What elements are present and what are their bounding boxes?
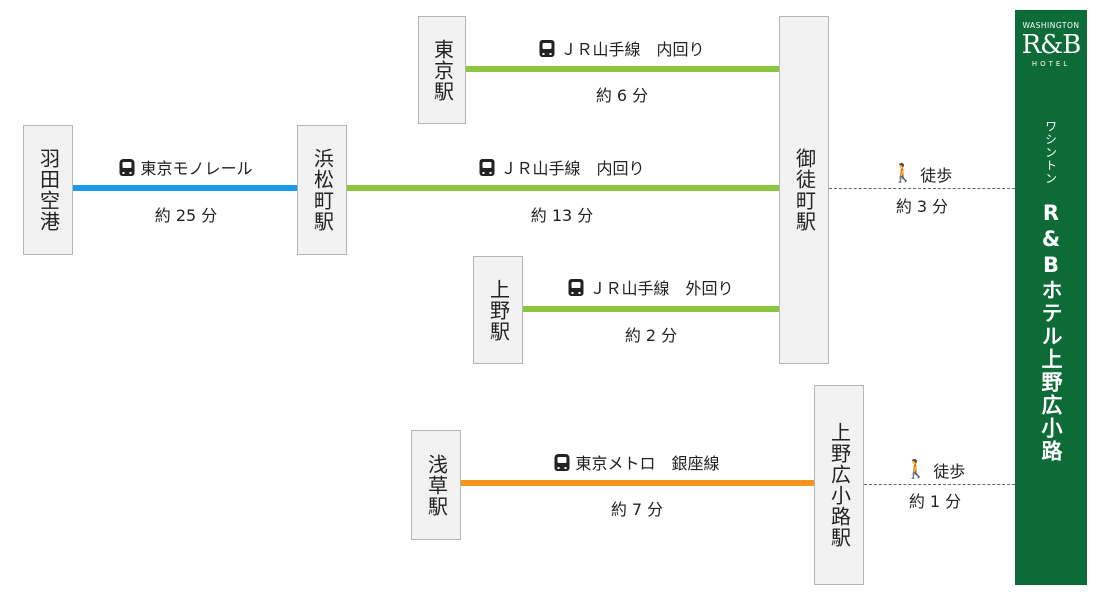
route-time-asakusa: 約 7 分 — [611, 496, 663, 520]
train-icon — [554, 453, 570, 471]
station-ueno: 上野駅 — [473, 256, 523, 364]
station-ueno-label: 上野駅 — [486, 278, 511, 342]
route-line-haneda — [73, 185, 297, 191]
route-label-ueno: ＪＲ山手線 外回り — [568, 275, 734, 299]
route-line-ueno — [523, 306, 779, 312]
walking-person-icon: 🚶 — [891, 163, 915, 184]
route-name-hamamatsucho: ＪＲ山手線 内回り — [500, 159, 645, 178]
station-asakusa-label: 浅草駅 — [424, 453, 449, 517]
station-asakusa: 浅草駅 — [411, 430, 461, 540]
station-hamamatsucho: 浜松町駅 — [297, 125, 347, 255]
route-name-asakusa: 東京メトロ 銀座線 — [575, 454, 720, 473]
route-label-hamamatsucho: ＪＲ山手線 内回り — [479, 155, 645, 179]
hotel-kana: ワシントン — [1043, 120, 1058, 185]
walk-line-okachimachi — [829, 188, 1015, 189]
hotel-banner: WASHINGTON R&B HOTEL ワシントン R&Bホテル上野広小路 — [1015, 10, 1087, 585]
route-time-tokyo: 約 6 分 — [596, 82, 648, 106]
route-line-asakusa — [461, 480, 814, 486]
route-time-ueno: 約 2 分 — [625, 322, 677, 346]
route-time-ueno-text: 約 2 分 — [624, 326, 678, 345]
route-label-asakusa: 東京メトロ 銀座線 — [554, 450, 720, 474]
route-line-hamamatsucho — [347, 185, 779, 191]
train-icon — [119, 158, 135, 176]
walk-time-hirokoji: 約 1 分 — [909, 488, 961, 512]
walk-label-hirokoji: 🚶 徒歩 — [905, 458, 965, 482]
walk-text-hirokoji: 徒歩 — [933, 462, 966, 481]
route-time-tokyo-text: 約 6 分 — [595, 86, 649, 105]
hotel-brand-small: WASHINGTON — [1022, 21, 1080, 30]
route-time-haneda: 約 25 分 — [155, 202, 218, 226]
train-icon — [568, 278, 584, 296]
walk-text-okachimachi: 徒歩 — [920, 166, 953, 185]
route-line-tokyo — [466, 66, 779, 72]
train-icon — [479, 158, 495, 176]
station-hamamatsucho-label: 浜松町駅 — [310, 148, 335, 232]
hotel-name: R&Bホテル上野広小路 — [1039, 201, 1063, 463]
walk-label-okachimachi: 🚶 徒歩 — [892, 162, 952, 186]
train-icon — [539, 39, 555, 57]
route-time-hamamatsucho: 約 13 分 — [531, 202, 594, 226]
station-haneda-label: 羽田空港 — [36, 148, 61, 232]
route-time-asakusa-text: 約 7 分 — [610, 500, 664, 519]
walk-line-hirokoji — [864, 484, 1015, 485]
hotel-logo-sub: HOTEL — [1031, 60, 1071, 68]
station-ueno-hirokoji-label: 上野広小路駅 — [827, 422, 852, 548]
walk-time-hirokoji-text: 約 1 分 — [908, 492, 962, 511]
hotel-logo: R&B — [1021, 30, 1082, 60]
station-tokyo-label: 東京駅 — [430, 38, 455, 102]
route-name-haneda: 東京モノレール — [140, 159, 253, 178]
walking-person-icon: 🚶 — [904, 459, 928, 480]
station-tokyo: 東京駅 — [418, 16, 466, 124]
route-name-tokyo: ＪＲ山手線 内回り — [560, 40, 705, 59]
walk-time-okachimachi: 約 3 分 — [896, 193, 948, 217]
route-label-haneda: 東京モノレール — [119, 155, 253, 179]
station-ueno-hirokoji: 上野広小路駅 — [814, 385, 864, 585]
route-time-haneda-text: 約 25 分 — [154, 206, 218, 225]
route-name-ueno: ＪＲ山手線 外回り — [589, 279, 734, 298]
route-time-hamamatsucho-text: 約 13 分 — [530, 206, 594, 225]
station-okachimachi-label: 御徒町駅 — [792, 148, 817, 232]
route-label-tokyo: ＪＲ山手線 内回り — [539, 36, 705, 60]
station-haneda: 羽田空港 — [23, 125, 73, 255]
station-okachimachi: 御徒町駅 — [779, 16, 829, 364]
walk-time-okachimachi-text: 約 3 分 — [895, 197, 949, 216]
